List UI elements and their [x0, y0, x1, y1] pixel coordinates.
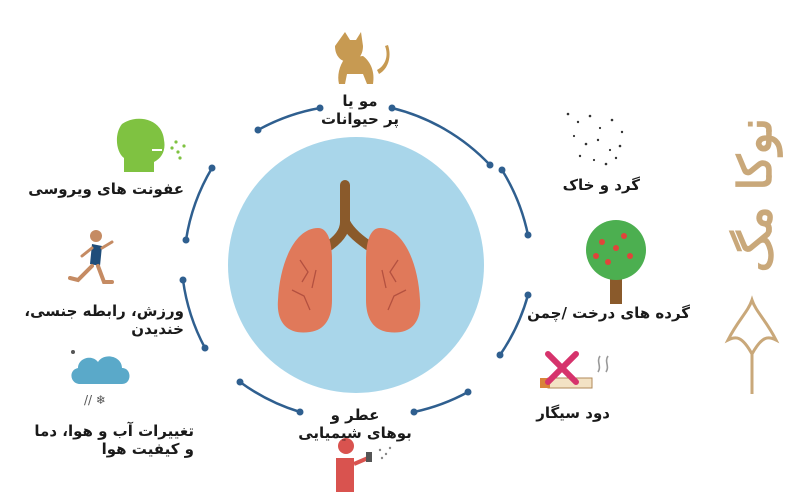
label-exercise-line2: خندیدن [131, 320, 184, 338]
no-smoking-icon [540, 351, 609, 389]
label-weather: تغییرات آب و هوا، دما و کیفیت هوا [14, 422, 194, 458]
label-perfume-line2: بوهای شیمیایی [298, 424, 412, 442]
arc-segment [181, 279, 207, 349]
brand-logo [724, 295, 780, 394]
brand-name: نوکا مگ [728, 118, 782, 273]
label-exercise-line1: ورزش، رابطه جنسی، [24, 302, 184, 320]
svg-text:// ❄: // ❄ [84, 393, 106, 407]
label-weather-line1: تغییرات آب و هوا، دما [34, 422, 194, 440]
perfume-spray-icon [336, 438, 392, 492]
label-perfume-line1: عطر و [330, 406, 380, 424]
arc-segment [500, 169, 530, 236]
arc-segment [391, 106, 491, 166]
arc-segment [498, 294, 530, 356]
label-weather-line2: و کیفیت هوا [101, 440, 194, 458]
weather-cloud-icon: // ❄ [71, 350, 130, 407]
arc-segment [257, 106, 321, 132]
label-viral-infection: عفونت های ویروسی [28, 180, 184, 198]
lungs-illustration [277, 180, 421, 333]
cat-icon [335, 32, 390, 84]
center-circle [228, 137, 484, 393]
label-dust: گرد و خاک [562, 176, 640, 194]
label-cigarette-smoke: دود سیگار [536, 404, 610, 422]
arc-segment [413, 390, 469, 414]
label-pollen: گرده های درخت /چمن [527, 304, 690, 322]
dust-icon [566, 112, 624, 166]
right-lung [366, 228, 421, 333]
runner-icon [68, 230, 114, 284]
label-pet-hair-line1: مو یا [342, 92, 378, 110]
label-pet-hair: مو یا پر حیوانات [310, 92, 410, 128]
arc-segment [239, 380, 301, 414]
label-exercise: ورزش، رابطه جنسی، خندیدن [14, 302, 184, 338]
sneeze-icon [116, 118, 186, 172]
label-perfume: عطر و بوهای شیمیایی [290, 406, 420, 442]
label-pet-hair-line2: پر حیوانات [320, 110, 399, 128]
arc-segment [184, 167, 214, 241]
tree-icon [586, 220, 646, 304]
left-lung [277, 228, 332, 333]
